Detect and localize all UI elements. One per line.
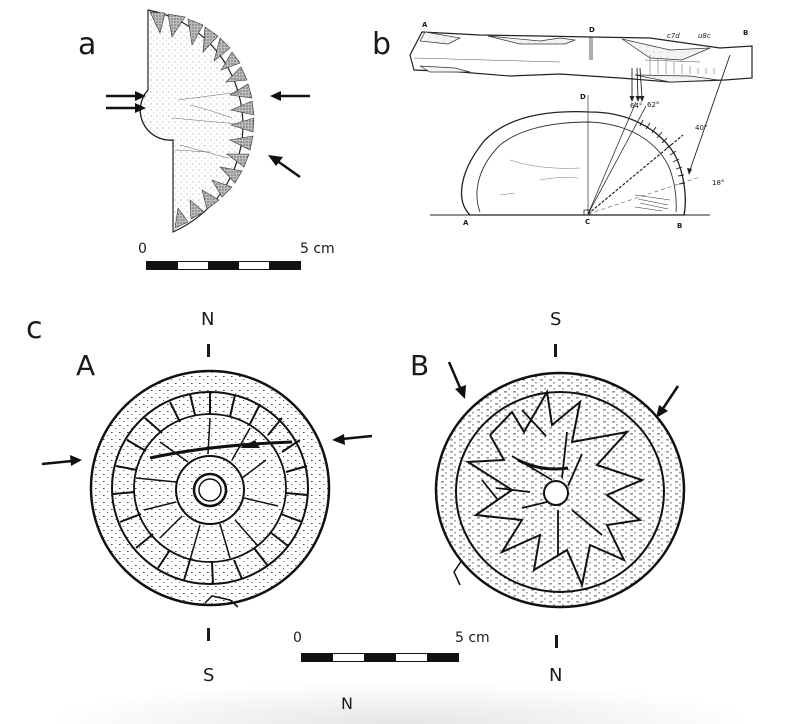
disc-a-top-direction: N: [201, 309, 215, 330]
disc-b-drawing: [434, 371, 686, 609]
archaeological-figure: a: [26, 9, 753, 724]
dial-label-a: A: [463, 219, 469, 227]
panel-c-label: c: [26, 311, 43, 346]
disc-b-bottom-direction: N: [549, 665, 563, 686]
panel-a-label: a: [78, 27, 97, 62]
disc-b-top-tick: [554, 344, 557, 357]
disc-b-label: B: [410, 349, 430, 382]
serrated-half-disc-drawing: [106, 9, 310, 233]
scale-a-start: 0: [138, 241, 147, 257]
dial-label-b: B: [677, 222, 683, 230]
bottom-shadow: [60, 684, 740, 724]
bar-label-d: D: [589, 26, 595, 34]
scale-c-start: 0: [293, 630, 302, 646]
panel-b-label: b: [372, 27, 392, 62]
dial-label-c: C: [585, 218, 591, 226]
dial-label-d: D: [580, 93, 586, 101]
bar-note-2: u8c: [698, 32, 711, 40]
bar-note-1: c7d: [667, 32, 680, 40]
disc-a-bottom-direction: S: [203, 665, 215, 686]
bar-label-a: A: [422, 21, 428, 29]
disc-b-bottom-tick: [555, 635, 558, 648]
bar-label-b: B: [743, 29, 749, 37]
dial-angle-64: 64°: [630, 102, 643, 110]
scale-bar-c: [301, 653, 459, 662]
cut-off-glyph: N: [341, 694, 353, 713]
dial-angle-40: 40°: [695, 124, 708, 132]
dial-angle-62: 62°: [647, 101, 660, 109]
scale-a-end: 5 cm: [300, 241, 335, 257]
disc-b-top-direction: S: [550, 309, 562, 330]
dial-angle-18: 18°: [712, 179, 725, 187]
disc-a-label: A: [76, 349, 96, 382]
scale-bar-a: [146, 261, 301, 270]
disc-a-drawing: [89, 369, 331, 608]
stone-bar-and-dial-drawing: [409, 31, 753, 216]
scale-c-end: 5 cm: [455, 630, 490, 646]
disc-a-top-tick: [207, 344, 210, 357]
disc-a-bottom-tick: [207, 628, 210, 641]
